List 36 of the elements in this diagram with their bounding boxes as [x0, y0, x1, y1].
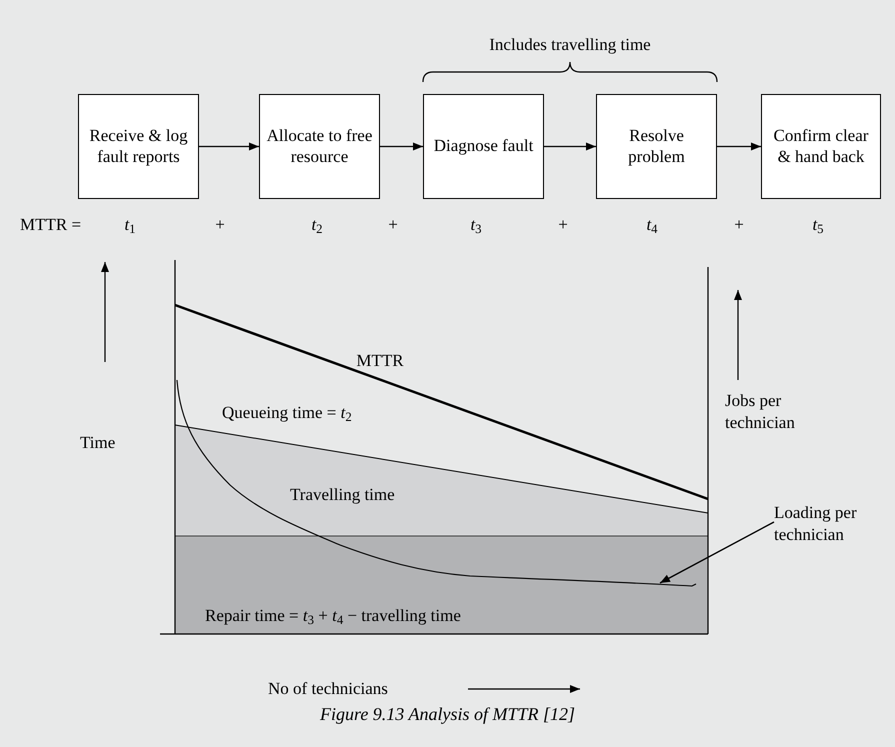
text-label: + — [733, 214, 745, 236]
text-label: Jobs per technician — [725, 390, 796, 434]
loading-curve — [176, 380, 696, 587]
text-label: + — [214, 214, 226, 236]
text-label: t$_{2}$ — [310, 214, 324, 236]
text-label: Travelling time — [290, 484, 396, 506]
text-label: Time — [80, 432, 116, 454]
arrow — [199, 142, 259, 150]
arrow — [717, 142, 761, 150]
process-label: Allocate to free resource — [266, 126, 374, 167]
process-label: Diagnose fault — [434, 136, 534, 157]
process-box — [423, 94, 544, 199]
text-label: t$_{3}$ — [469, 214, 483, 236]
process-label: Receive & log fault reports — [88, 126, 189, 167]
text-label: t$_{5}$ — [811, 214, 825, 236]
arrow — [380, 142, 423, 150]
process-box — [78, 94, 199, 199]
leader-line — [660, 521, 774, 584]
text-label: MTTR = — [20, 214, 82, 236]
text-label: t$_{4}$ — [645, 214, 659, 236]
process-label: Confirm clear & hand back — [772, 126, 870, 167]
text-label: Includes travelling time — [488, 34, 652, 56]
arrow — [544, 142, 596, 150]
text-label: Repair time = t$_{3}$ + t$_{4}$ − travelling time — [205, 605, 462, 628]
figure-caption: Figure 9.13 Analysis of MTTR [12] — [318, 704, 576, 726]
text-label: Queueing time = t$_{2}$ — [222, 402, 353, 424]
process-label: Resolve problem — [627, 126, 686, 167]
process-box — [761, 94, 881, 199]
text-label: t$_{1}$ — [123, 214, 137, 236]
text-label: No of technicians — [268, 678, 389, 700]
text-label: + — [387, 214, 399, 236]
callout-label: Loading per technician — [774, 502, 858, 546]
process-box — [259, 94, 380, 199]
text-label: MTTR — [355, 350, 405, 372]
text-label: + — [557, 214, 569, 236]
process-box — [596, 94, 717, 199]
